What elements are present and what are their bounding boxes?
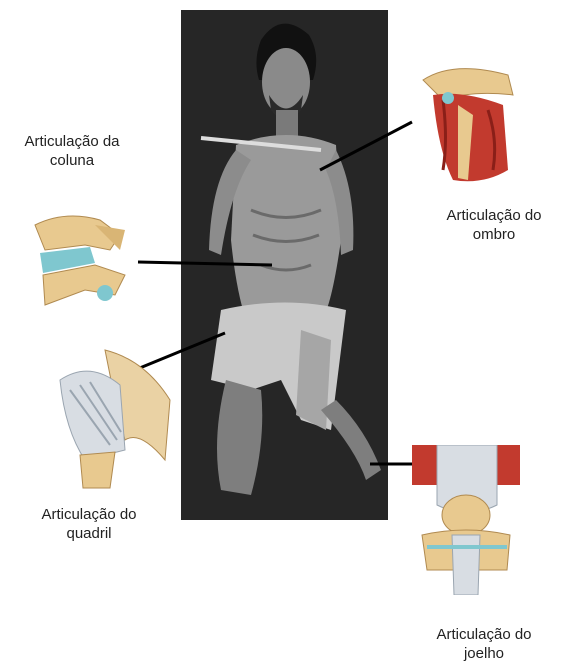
shoulder-leader-line — [320, 122, 412, 170]
spine-joint-image — [25, 205, 137, 317]
spine-leader-line — [138, 262, 272, 265]
knee-label-line1: Articulação do — [420, 625, 548, 644]
hip-label-line1: Articulação do — [25, 505, 153, 524]
shoulder-label: Articulação do ombro — [430, 206, 558, 244]
hip-label-line2: quadril — [25, 524, 153, 543]
shoulder-label-line1: Articulação do — [430, 206, 558, 225]
spine-label: Articulação da coluna — [8, 132, 136, 170]
hip-joint-image — [45, 340, 175, 490]
knee-label-line2: joelho — [420, 644, 548, 663]
knee-joint-image — [412, 445, 520, 595]
knee-label: Articulação do joelho — [420, 625, 548, 663]
spine-label-line2: coluna — [8, 151, 136, 170]
shoulder-label-line2: ombro — [430, 225, 558, 244]
spine-label-line1: Articulação da — [8, 132, 136, 151]
shoulder-joint-image — [413, 60, 523, 185]
hip-label: Articulação do quadril — [25, 505, 153, 543]
